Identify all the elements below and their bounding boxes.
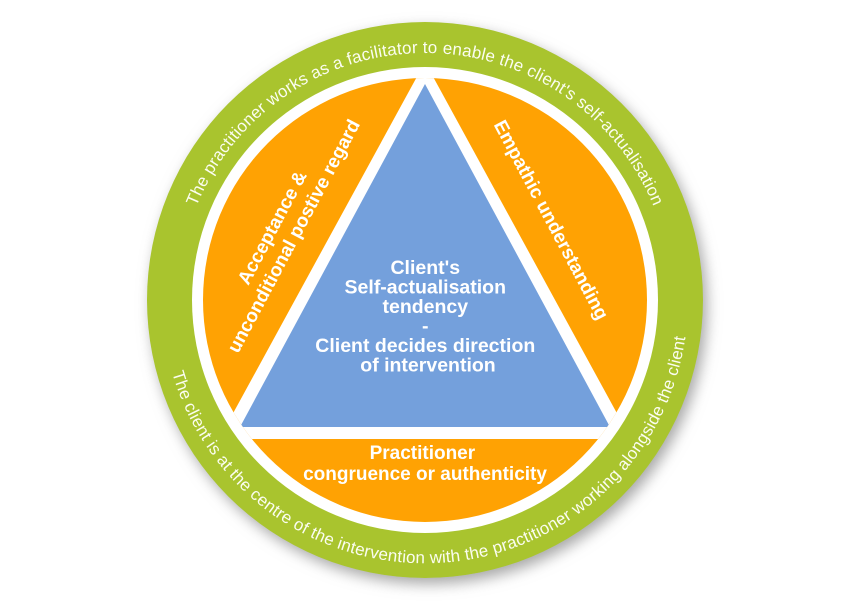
congruence-label-line2: congruence or authenticity: [303, 464, 547, 485]
core-text-line: tendency: [382, 296, 468, 318]
congruence-label: Practitioner congruence or authenticity: [303, 443, 547, 485]
core-text-line: of intervention: [360, 355, 495, 377]
core-text-line: Client's: [390, 257, 460, 279]
core-text-line: -: [422, 316, 429, 338]
core-text-line: Client decides direction: [315, 335, 535, 357]
client-core-text: Client's Self-actualisation tendency - C…: [315, 257, 540, 377]
congruence-label-line1: Practitioner: [370, 443, 476, 464]
client-triangle: [240, 84, 610, 427]
core-text-line: Self-actualisation: [345, 277, 506, 299]
